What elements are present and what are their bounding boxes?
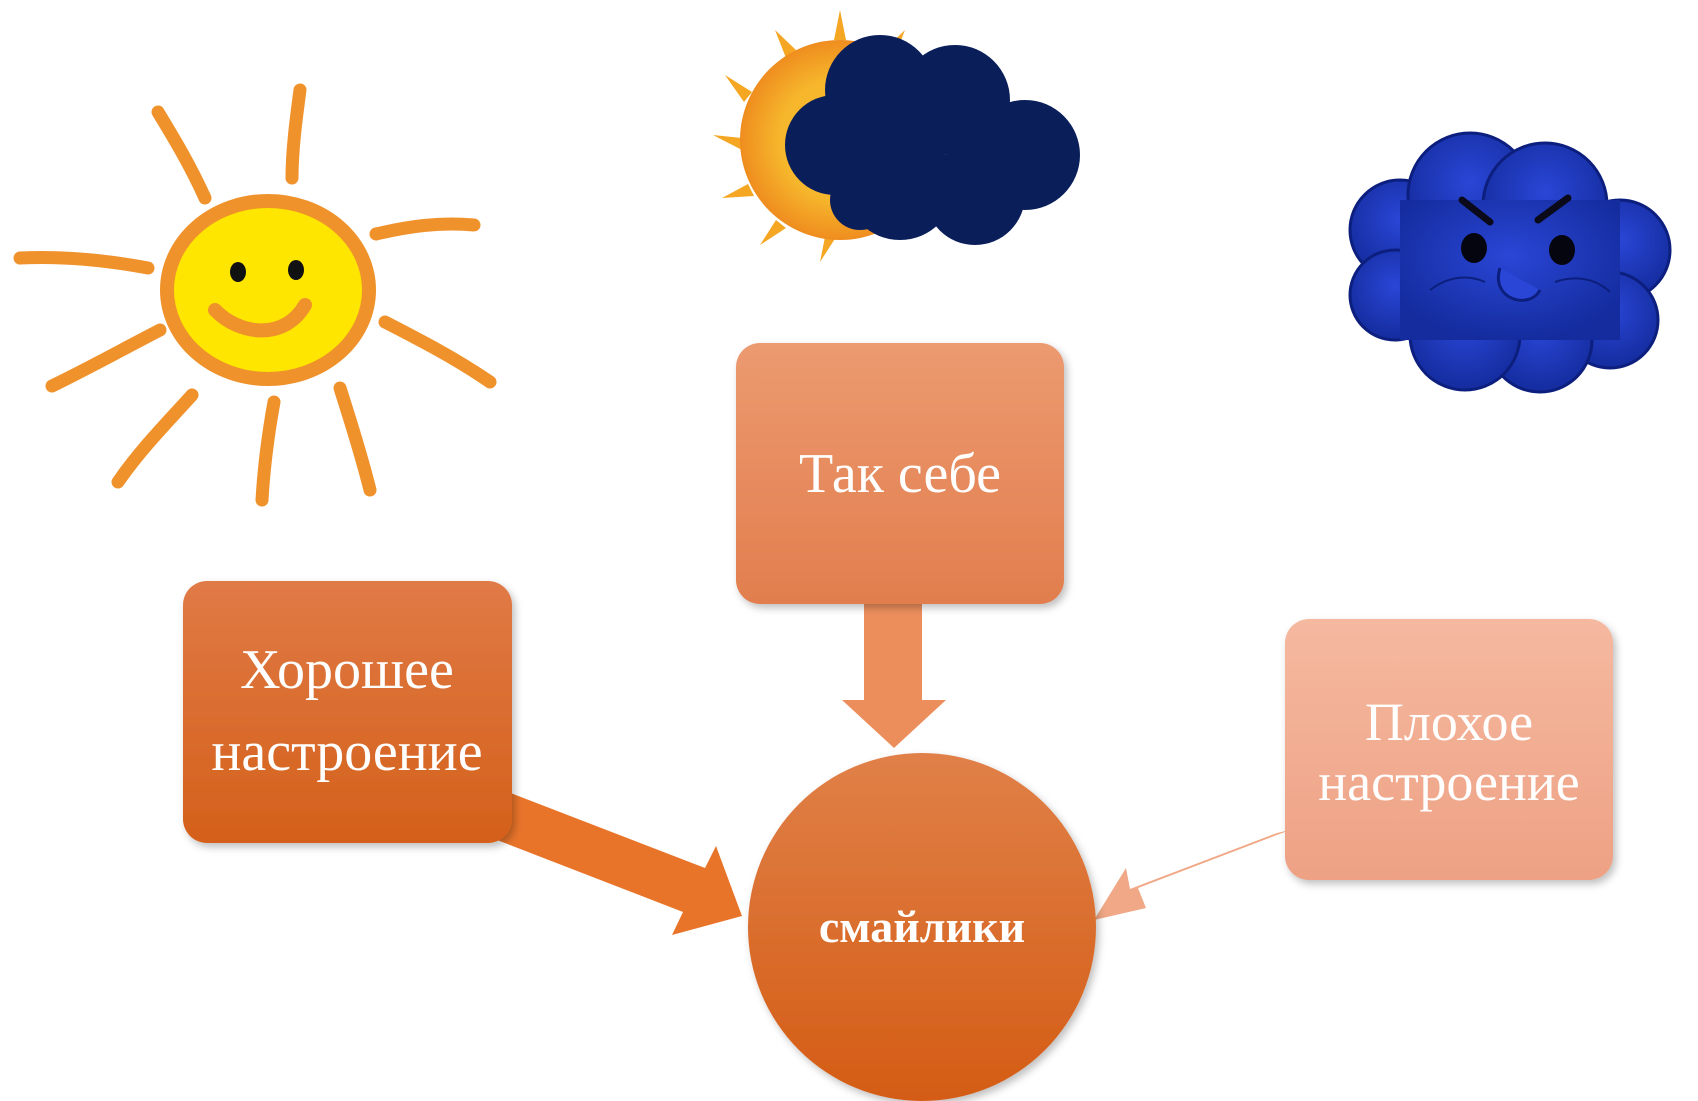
center-node-label: смайлики <box>819 901 1025 952</box>
node-good-mood: Хорошее настроение <box>183 581 512 843</box>
cloud-right-brow <box>1534 194 1572 224</box>
node-bad-line-2: настроение <box>1318 752 1579 812</box>
node-good-line-1: Хорошее <box>240 639 454 701</box>
node-so-so-label: Так себе <box>799 443 1001 505</box>
node-so-so: Так себе <box>736 343 1064 604</box>
node-bad-mood: Плохое настроение <box>1285 619 1613 880</box>
cloud-right-eye <box>1549 235 1575 265</box>
sun-left-eye <box>230 262 246 282</box>
cloud-left-eye <box>1461 233 1487 263</box>
center-node-smileys: смайлики <box>748 753 1096 1101</box>
sun-right-eye <box>288 260 304 280</box>
arrow-neutral-to-center <box>842 604 946 748</box>
angry-cloud-icon <box>1348 131 1672 394</box>
cloud-nose <box>1496 267 1542 302</box>
sun-smile <box>208 298 312 338</box>
cloud-left-brow <box>1458 196 1494 226</box>
sun-behind-cloud-icon <box>713 10 1080 262</box>
arrow-bad-to-center <box>1094 830 1290 920</box>
arrow-good-to-center <box>492 792 742 935</box>
node-good-line-2: настроение <box>211 721 482 783</box>
node-bad-line-1: Плохое <box>1365 692 1533 752</box>
smiling-sun-icon <box>13 83 497 507</box>
